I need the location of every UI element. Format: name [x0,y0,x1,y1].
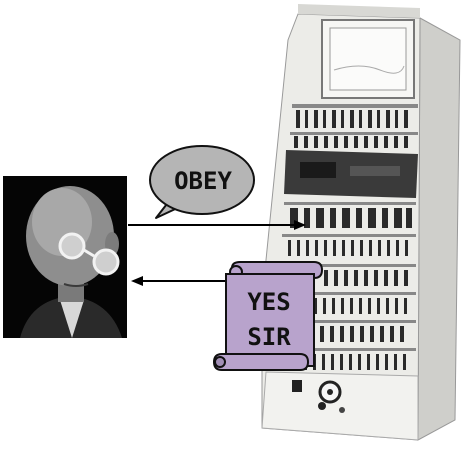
obey-text: OBEY [174,167,232,195]
obey-speech-bubble: OBEY [149,145,255,219]
component-rows [282,104,418,370]
command-arrow [128,220,306,230]
response-arrow [131,276,226,286]
mainframe-computer-icon [261,4,461,441]
portrait-icon [3,176,127,338]
switch-icon [292,380,302,392]
scroll-text-line1: YES [247,288,290,316]
scroll-text-line2: SIR [247,323,291,351]
glasses-right-lens-icon [92,248,120,276]
yes-sir-scroll: YES SIR [212,261,324,371]
glasses-left-lens-icon [58,232,86,260]
